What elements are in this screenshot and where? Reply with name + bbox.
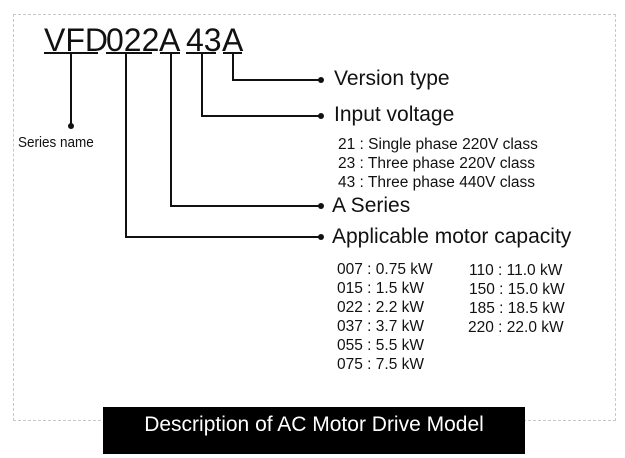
code-voltage: 43 [186,22,222,58]
capacity-option: 022 : 2.2 kW [337,299,425,316]
dot-version [318,77,324,83]
line-a-series [170,53,320,207]
voltage-option: 23 : Three phase 220V class [338,155,536,172]
dot-voltage [318,113,324,119]
line-capacity [125,53,320,238]
diagram-caption: Description of AC Motor Drive Model [103,407,525,454]
dot-capacity [318,234,324,240]
capacity-option: 015 : 1.5 kW [337,280,425,297]
code-series: VFD [44,22,108,58]
line-voltage [201,53,320,117]
capacity-option: 185 : 18.5 kW [469,300,565,317]
voltage-option: 21 : Single phase 220V class [338,136,538,153]
dot-a-series [318,203,324,209]
dot-series [68,123,74,129]
capacity-option: 150 : 15.0 kW [469,281,565,298]
code-version: A [222,22,244,58]
a-series-label: A Series [332,194,411,217]
capacity-option: 220 : 22.0 kW [468,319,564,336]
series-name-label: Series name [18,134,94,151]
line-version [232,53,320,81]
capacity-option: 110 : 11.0 kW [469,262,563,279]
input-voltage-label: Input voltage [334,103,455,126]
motor-capacity-label: Applicable motor capacity [332,225,572,248]
version-type-label: Version type [334,67,450,90]
code-a-series: A [159,22,181,58]
code-capacity: 022 [106,22,160,58]
voltage-option: 43 : Three phase 440V class [338,174,536,191]
capacity-option: 075 : 7.5 kW [337,356,425,373]
capacity-option: 055 : 5.5 kW [337,337,425,354]
capacity-option: 037 : 3.7 kW [337,318,425,335]
capacity-option: 007 : 0.75 kW [337,261,433,278]
